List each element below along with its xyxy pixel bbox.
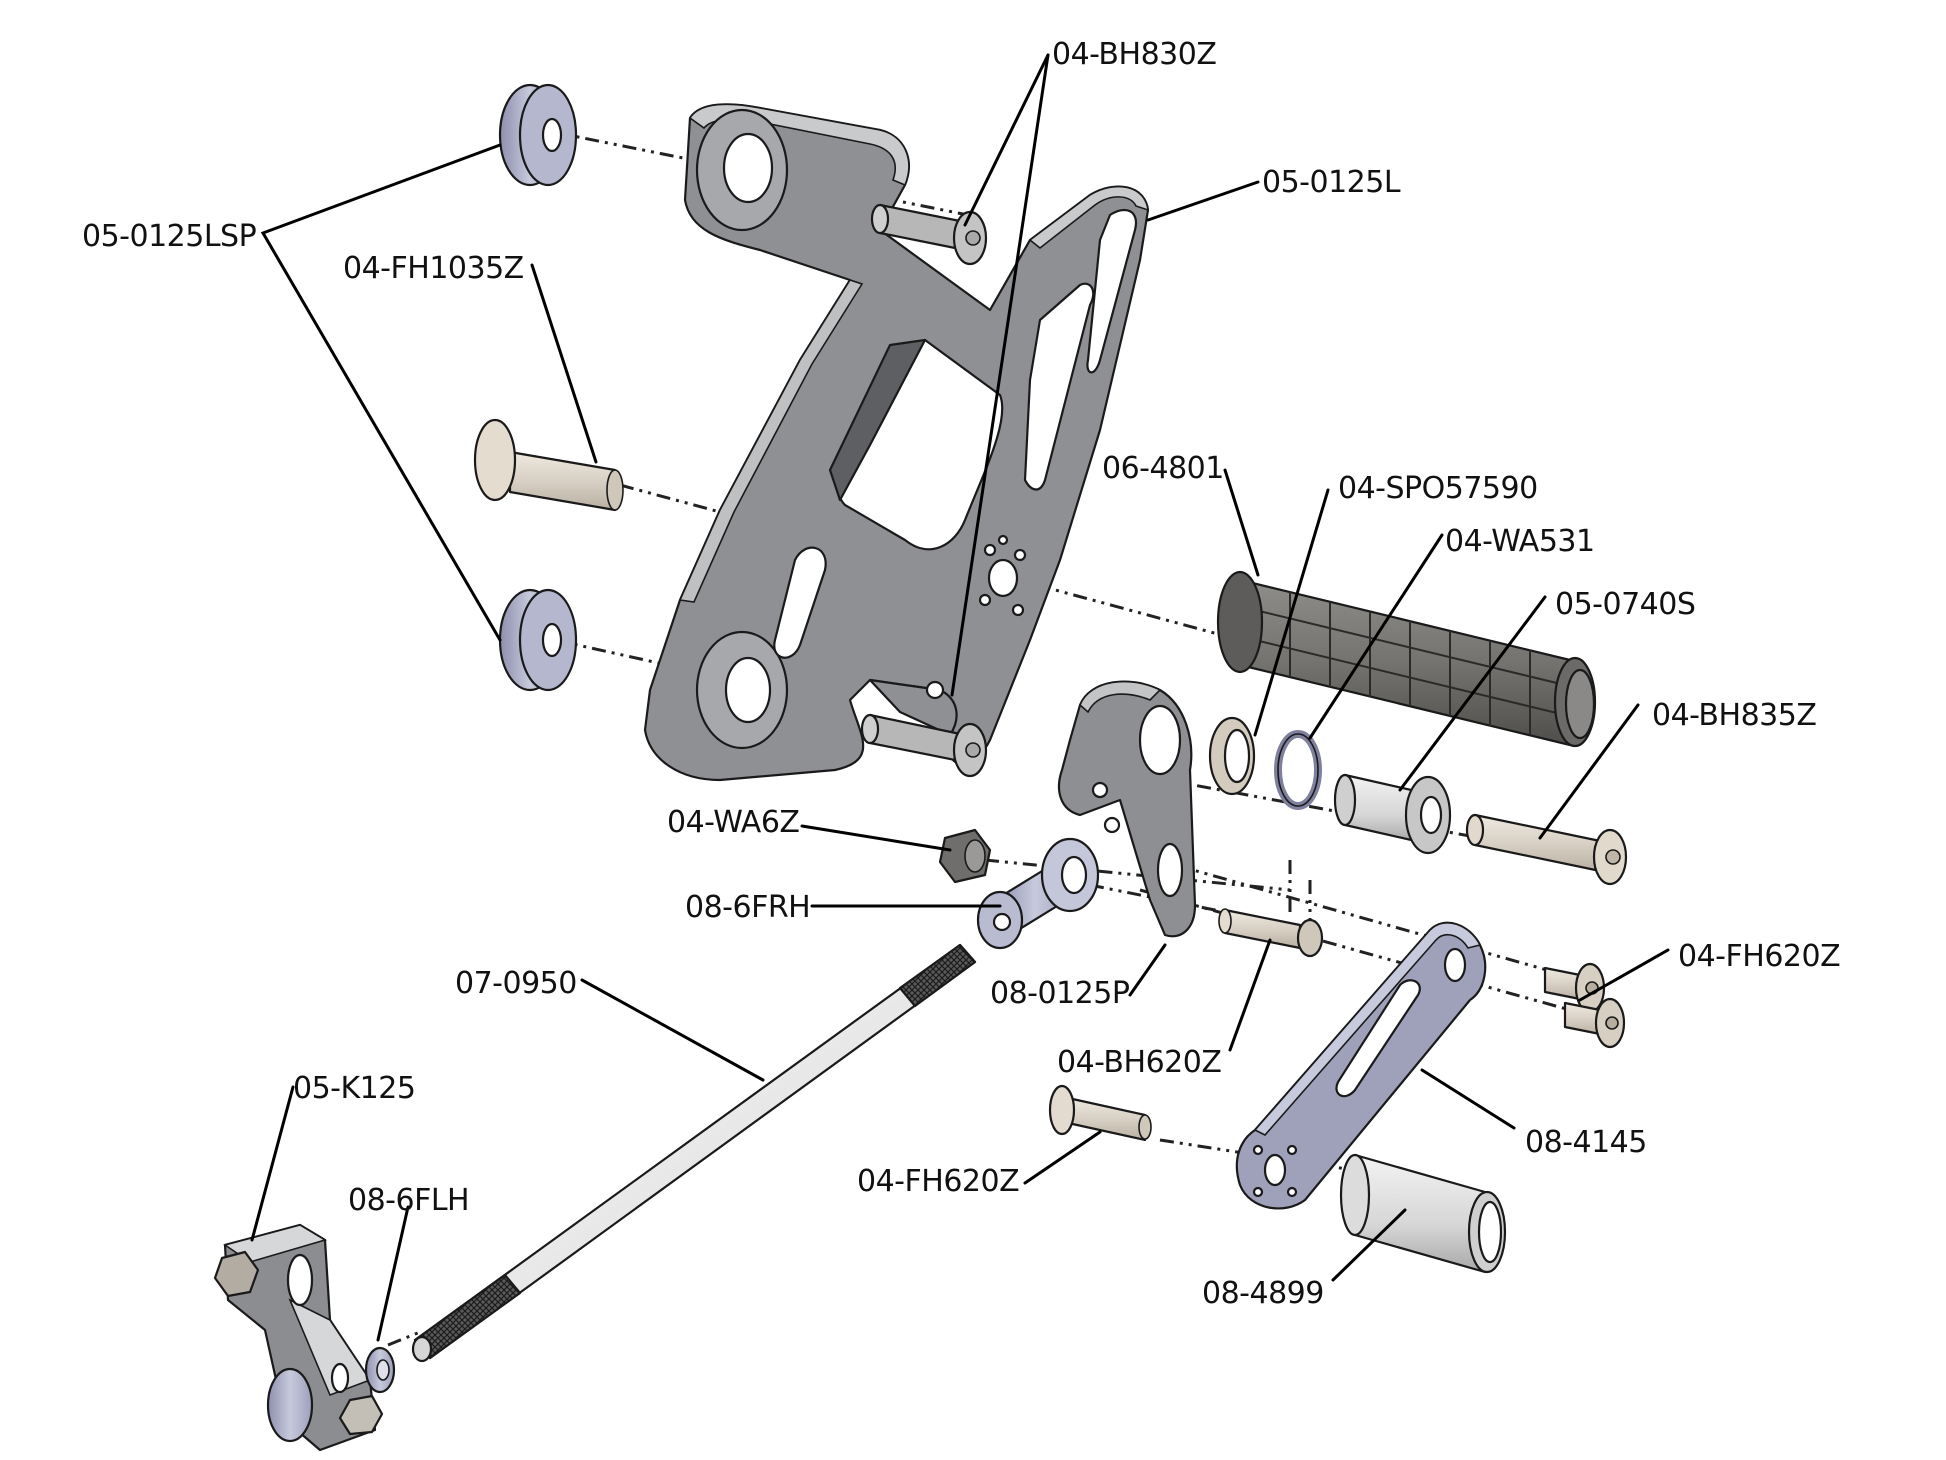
label-04-BH620Z: 04-BH620Z bbox=[1057, 1045, 1221, 1080]
label-08-4145: 08-4145 bbox=[1525, 1125, 1647, 1160]
linkage-rod-part bbox=[411, 943, 977, 1363]
pivot-bolt-part bbox=[1465, 813, 1628, 886]
label-04-BH835Z: 04-BH835Z bbox=[1652, 698, 1816, 733]
label-04-FH620Z-upper: 04-FH620Z bbox=[1678, 939, 1840, 974]
nut-part bbox=[938, 828, 992, 884]
label-04-WA531: 04-WA531 bbox=[1445, 524, 1595, 559]
bracket-hole-pattern bbox=[978, 534, 1027, 617]
rod-end-right-part bbox=[976, 837, 1100, 950]
label-07-0950: 07-0950 bbox=[455, 966, 577, 1001]
shift-clamp-part bbox=[213, 1223, 384, 1452]
label-06-4801: 06-4801 bbox=[1102, 451, 1224, 486]
spacer-lower-part bbox=[498, 588, 578, 692]
flat-head-bolt-part bbox=[473, 418, 624, 512]
rod-end-left-part bbox=[364, 1346, 396, 1394]
label-04-SPO57590: 04-SPO57590 bbox=[1338, 471, 1538, 506]
label-08-6FRH: 08-6FRH bbox=[685, 890, 810, 925]
lever-arm-part bbox=[1235, 921, 1487, 1210]
foot-peg-part bbox=[1339, 1153, 1507, 1274]
spacer-ring-part bbox=[1208, 716, 1256, 796]
label-08-0125P: 08-0125P bbox=[990, 976, 1130, 1011]
leader-lines bbox=[250, 53, 1670, 1342]
label-05-0740S: 05-0740S bbox=[1555, 587, 1695, 622]
arm-bolt-part bbox=[1218, 908, 1324, 958]
label-04-FH1035Z: 04-FH1035Z bbox=[343, 251, 524, 286]
label-04-BH830Z: 04-BH830Z bbox=[1052, 37, 1216, 72]
wave-washer-part bbox=[1274, 730, 1322, 810]
rearset-bracket-part bbox=[643, 103, 1150, 782]
label-08-6FLH: 08-6FLH bbox=[348, 1183, 469, 1218]
label-08-4899: 08-4899 bbox=[1202, 1276, 1324, 1311]
spacer-upper-part bbox=[498, 83, 578, 187]
pivot-sleeve-part bbox=[1333, 773, 1452, 855]
grip-part bbox=[1216, 570, 1597, 748]
pivot-arm-part bbox=[1057, 680, 1197, 938]
label-05-0125L: 05-0125L bbox=[1262, 165, 1401, 200]
part-labels: 05-0125LSP 04-FH1035Z 04-BH830Z 05-0125L… bbox=[82, 37, 1841, 1311]
label-04-FH620Z-lower: 04-FH620Z bbox=[857, 1164, 1019, 1199]
flat-head-screws-part bbox=[1543, 962, 1626, 1049]
button-head-bolt-lower-part bbox=[860, 713, 988, 778]
peg-screw-part bbox=[1048, 1084, 1152, 1142]
label-05-K125: 05-K125 bbox=[293, 1071, 415, 1106]
label-05-0125LSP: 05-0125LSP bbox=[82, 219, 257, 254]
label-04-WA6Z: 04-WA6Z bbox=[667, 805, 799, 840]
